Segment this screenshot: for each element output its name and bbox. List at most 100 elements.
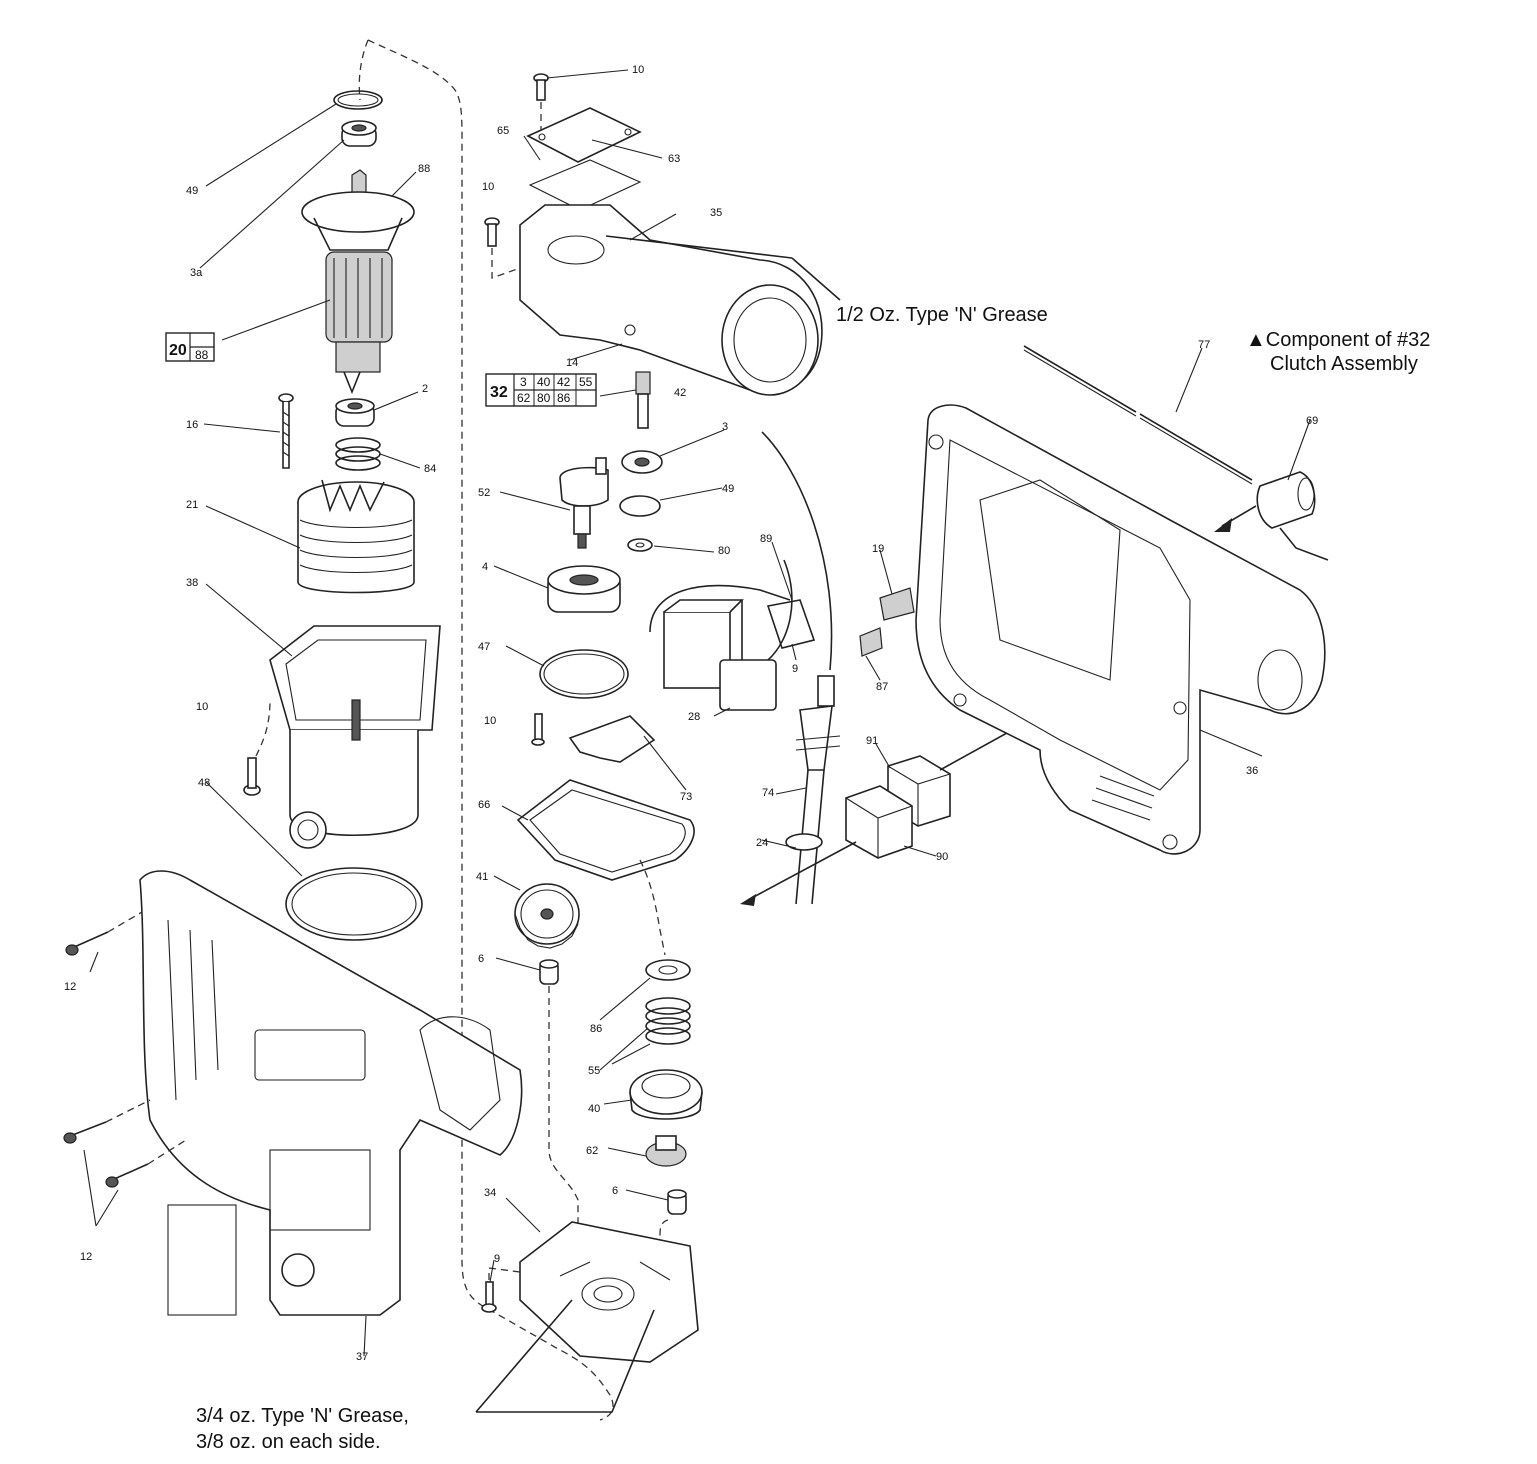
- label-86: 86: [590, 1023, 602, 1035]
- part-74-strain-relief: [795, 675, 841, 771]
- label-47: 47: [478, 641, 490, 653]
- part-9-screw-a: [481, 1267, 521, 1313]
- box-32-r2c3: 86: [557, 391, 571, 405]
- label-10c: 10: [196, 701, 208, 713]
- part-48-ring: [285, 867, 423, 941]
- label-62: 62: [586, 1145, 598, 1157]
- label-38: 38: [186, 577, 198, 589]
- label-49b: 49: [722, 483, 734, 495]
- label-90: 90: [936, 851, 948, 863]
- part-19-terminal: [879, 587, 915, 621]
- part-73-plate: [568, 715, 656, 763]
- label-52: 52: [478, 487, 490, 499]
- label-37: 37: [356, 1351, 368, 1363]
- part-55-springs: [645, 997, 691, 1045]
- label-48: 48: [198, 777, 210, 789]
- grease-bottom-leader: [475, 1299, 655, 1413]
- label-36: 36: [1246, 765, 1258, 777]
- label-10b: 10: [482, 181, 494, 193]
- part-10-screw-c: [243, 699, 271, 796]
- assembly-grouping-outline-left: [358, 39, 369, 101]
- part-4-bearing: [547, 565, 621, 613]
- part-24-cord: [785, 769, 825, 905]
- box-32-r2c1: 62: [517, 391, 531, 405]
- label-84: 84: [424, 463, 436, 475]
- part-49-ring-b: [619, 495, 661, 517]
- label-24: 24: [756, 837, 768, 849]
- label-87: 87: [876, 681, 888, 693]
- box-20-main: 20: [169, 342, 187, 359]
- part-47-ring: [539, 649, 629, 699]
- part-40-gear: [629, 1069, 703, 1120]
- part-35-gear-housing: [519, 204, 823, 396]
- note-grease-bottom-line2: 3/8 oz. on each side.: [196, 1431, 381, 1453]
- label-10d: 10: [484, 715, 496, 727]
- part-86-washer: [645, 959, 691, 981]
- box-32-r1c1: 3: [520, 375, 527, 389]
- part-66-gasket: [516, 779, 695, 881]
- label-9a: 9: [494, 1253, 500, 1265]
- label-69: 69: [1306, 415, 1318, 427]
- part-16-screw: [278, 393, 294, 469]
- label-42: 42: [674, 387, 686, 399]
- part-3-bearing: [621, 450, 663, 474]
- part-49-ring: [333, 90, 383, 110]
- part-10-screw-b: [484, 217, 521, 279]
- label-9b: 9: [792, 663, 798, 675]
- label-12b: 12: [80, 1251, 92, 1263]
- label-88: 88: [418, 163, 430, 175]
- note-component-line2: Clutch Assembly: [1270, 353, 1418, 375]
- box-20-sub: 88: [195, 348, 209, 362]
- label-28: 28: [688, 711, 700, 723]
- label-21: 21: [186, 499, 198, 511]
- label-73: 73: [680, 791, 692, 803]
- part-88-armature: [301, 169, 415, 395]
- part-84-spring: [335, 437, 381, 471]
- part-89-connector: [761, 431, 833, 671]
- part-38-motor-housing: [269, 625, 441, 849]
- label-12a: 12: [64, 981, 76, 993]
- part-3a-bearing: [341, 120, 377, 147]
- label-40: 40: [588, 1103, 600, 1115]
- part-63-cover-plate: [526, 107, 642, 163]
- label-91: 91: [866, 735, 878, 747]
- label-49a: 49: [186, 185, 198, 197]
- part-52-crank: [559, 457, 609, 549]
- part-21-field: [297, 479, 415, 594]
- box-32-clutch-assembly: 32 3 40 42 55 62 80 86: [485, 373, 597, 407]
- arrow-to-cord: [747, 841, 857, 901]
- part-65-gasket: [528, 159, 642, 211]
- box-32-r1c4: 55: [579, 375, 593, 389]
- label-16: 16: [186, 419, 198, 431]
- part-87-terminal: [859, 627, 883, 657]
- label-77: 77: [1198, 339, 1210, 351]
- part-6-sleeve-a: [539, 959, 579, 1225]
- box-32-r1c3: 42: [557, 375, 571, 389]
- note-component-line1: ▲Component of #32: [1246, 329, 1430, 351]
- part-34-gear-case: [519, 1221, 699, 1363]
- part-36-handle-housing: [915, 404, 1326, 855]
- assembly-grouping-outline: [367, 39, 614, 1421]
- label-14: 14: [566, 357, 578, 369]
- part-90-brush: [845, 785, 913, 859]
- label-63: 63: [668, 153, 680, 165]
- box-20-armature-assembly: 20 88: [165, 332, 215, 362]
- note-grease-bottom-line1: 3/4 oz. Type 'N' Grease,: [196, 1405, 409, 1427]
- label-6b: 6: [612, 1185, 618, 1197]
- label-89: 89: [760, 533, 772, 545]
- label-66: 66: [478, 799, 490, 811]
- label-41: 41: [476, 871, 488, 883]
- label-34: 34: [484, 1187, 496, 1199]
- label-35: 35: [710, 207, 722, 219]
- box-32-r2c2: 80: [537, 391, 551, 405]
- label-3: 3: [722, 421, 728, 433]
- box-32-main: 32: [490, 384, 508, 401]
- label-74: 74: [762, 787, 774, 799]
- part-69-latch: [1214, 471, 1329, 561]
- arrow-head-to-cord: [740, 894, 756, 906]
- label-65: 65: [497, 125, 509, 137]
- label-80: 80: [718, 545, 730, 557]
- note-grease-top: 1/2 Oz. Type 'N' Grease: [836, 304, 1048, 326]
